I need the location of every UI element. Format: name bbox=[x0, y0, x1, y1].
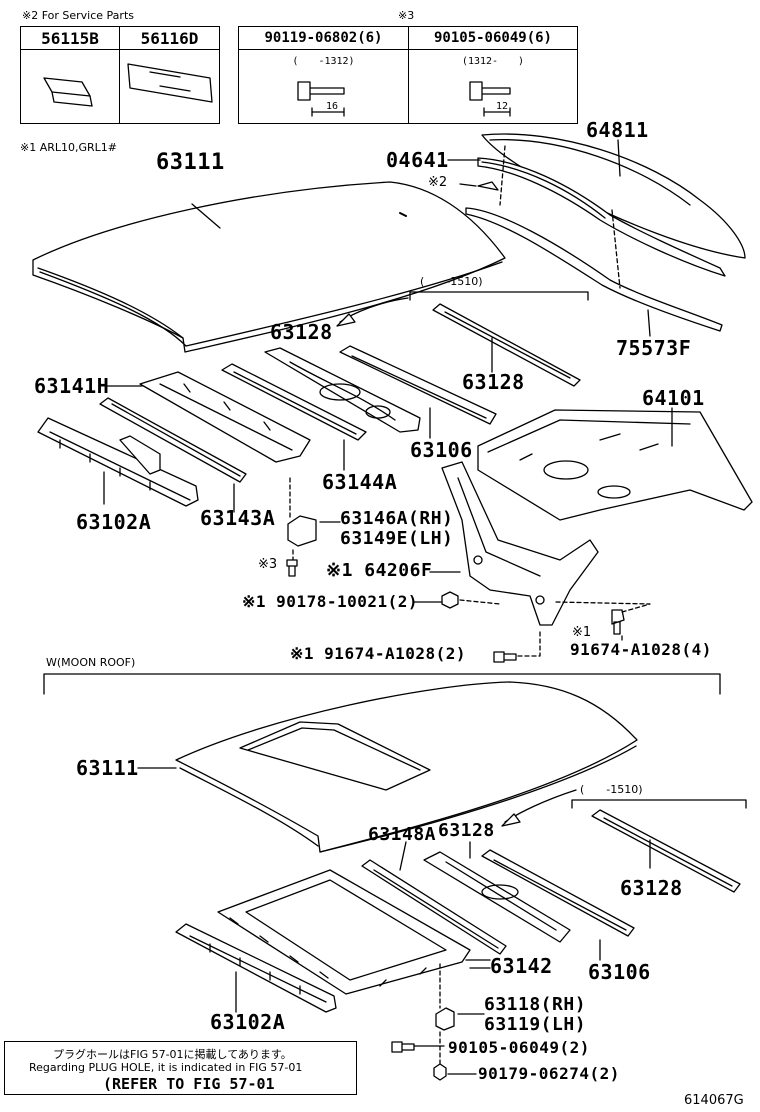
moon-roof-bow-63148a bbox=[361, 859, 507, 955]
label-bow-63128-upper: 63128 bbox=[462, 370, 525, 394]
bolt-90105-label: 90105-06049(6) bbox=[433, 30, 552, 46]
label-moon-front-header: 63102A bbox=[210, 1010, 286, 1034]
bolt-90119-label: 90119-06802(6) bbox=[264, 30, 383, 46]
seal-75573f bbox=[465, 207, 723, 332]
label-bolt-91674-4: 91674-A1028(4) bbox=[570, 640, 712, 659]
service-part-56116d-label: 56116D bbox=[140, 28, 199, 48]
bolt-91674-4 bbox=[611, 609, 625, 635]
figure-code: 614067G bbox=[684, 1093, 744, 1108]
bolt-90105 bbox=[391, 1041, 415, 1053]
back-window-glass-64811 bbox=[481, 133, 746, 259]
bolt-90119-range: ( -1312) bbox=[292, 55, 355, 67]
label-moon-bow-63128-center: 63128 bbox=[438, 820, 495, 841]
label-bracket-rh: 63146A(RH) bbox=[340, 508, 454, 529]
label-seal: 75573F bbox=[616, 336, 692, 360]
plug-hole-note: プラグホールはFIG 57-01に掲載してあります。 Regarding PLU… bbox=[4, 1041, 357, 1095]
label-back-window-glass: 64811 bbox=[586, 118, 649, 142]
nut-90178 bbox=[441, 591, 459, 609]
front-header-63102a bbox=[37, 417, 199, 507]
label-bolt-90105: 90105-06049(2) bbox=[448, 1038, 590, 1057]
moon-roof-bow-63128-right bbox=[591, 809, 741, 893]
bolt-illustration-16 bbox=[297, 81, 345, 117]
service-part-56115b bbox=[43, 77, 93, 107]
label-mark1-bolt: ※1 bbox=[572, 625, 592, 640]
label-bow-63144a: 63144A bbox=[322, 470, 398, 494]
moon-roof-frame-63142 bbox=[217, 869, 471, 995]
note-line-ref: (REFER TO FIG 57-01 bbox=[103, 1075, 275, 1093]
label-bracket-63119: 63119(LH) bbox=[484, 1014, 587, 1035]
label-bolt-91674-2: ※1 91674-A1028(2) bbox=[290, 644, 467, 663]
bolt-91674-2 bbox=[493, 651, 517, 663]
label-floor-panel: 64101 bbox=[642, 386, 705, 410]
label-bow-63106: 63106 bbox=[410, 438, 473, 462]
clip-90179 bbox=[433, 1063, 447, 1081]
label-pillar: ※1 64206F bbox=[326, 560, 433, 581]
moon-roof-bow-63128-center bbox=[423, 851, 571, 943]
label-bow-63128-center: 63128 bbox=[270, 320, 333, 344]
moon-roof-heading: W(MOON ROOF) bbox=[46, 656, 136, 669]
label-roof-panel: 63111 bbox=[156, 150, 225, 175]
bolt-mark3 bbox=[286, 559, 298, 577]
roof-bow-63128-upper bbox=[432, 303, 581, 387]
label-moon-roof-panel: 63111 bbox=[76, 756, 139, 780]
label-front-header: 63102A bbox=[76, 510, 152, 534]
roof-bow-63106 bbox=[339, 345, 497, 425]
label-moon-bow-63128-right: 63128 bbox=[620, 876, 683, 900]
roof-bow-63144a bbox=[221, 363, 367, 441]
label-range-moon: ( -1510) bbox=[580, 783, 643, 796]
service-part-56115b-label: 56115B bbox=[41, 28, 99, 48]
label-bow-63143a: 63143A bbox=[200, 506, 276, 530]
label-bracket-63118: 63118(RH) bbox=[484, 994, 587, 1015]
label-mark3: ※3 bbox=[258, 557, 278, 572]
bolt-90119-length: 16 bbox=[325, 100, 339, 112]
moon-roof-bow-63106 bbox=[481, 849, 635, 937]
note-line-ja: プラグホールはFIG 57-01に掲載してあります。 bbox=[53, 1048, 292, 1061]
bolts-table: 90119-06802(6) 90105-06049(6) ( -1312) (… bbox=[238, 26, 578, 124]
label-weatherstrip: 04641 bbox=[386, 148, 449, 172]
weatherstrip-04641 bbox=[477, 157, 726, 277]
rear-floor-panel-64101 bbox=[477, 409, 753, 521]
bolt-90105-length: 12 bbox=[495, 100, 509, 112]
note-line-en: Regarding PLUG HOLE, it is indicated in … bbox=[29, 1061, 303, 1074]
roof-reinforcement-63141h bbox=[139, 371, 311, 463]
bolts-heading: ※3 bbox=[398, 9, 415, 22]
moon-roof-panel-63111 bbox=[175, 681, 638, 853]
label-clip-90179: 90179-06274(2) bbox=[478, 1064, 620, 1083]
label-bracket-lh: 63149E(LH) bbox=[340, 528, 454, 549]
bolt-90105-range: (1312- ) bbox=[461, 55, 525, 67]
applicability-note: ※1 ARL10,GRL1# bbox=[20, 141, 118, 154]
label-reinforcement: 63141H bbox=[34, 374, 110, 398]
label-range-top: ( -1510) bbox=[420, 275, 483, 288]
moon-roof-front-header-63102a bbox=[175, 923, 337, 1013]
bolt-illustration-12 bbox=[469, 81, 511, 117]
label-frame-63142: 63142 bbox=[490, 954, 553, 978]
service-parts-table: 56115B 56116D bbox=[20, 26, 220, 124]
service-part-56116d bbox=[127, 63, 213, 103]
bracket-63118 bbox=[435, 1007, 455, 1031]
label-moon-bow-63106: 63106 bbox=[588, 960, 651, 984]
bracket-63146a bbox=[287, 515, 317, 547]
roof-bow-63143a bbox=[99, 397, 247, 483]
service-parts-heading: ※2 For Service Parts bbox=[22, 9, 134, 22]
clip-mark2 bbox=[477, 181, 499, 191]
roof-panel-63111 bbox=[32, 181, 506, 353]
label-mark2: ※2 bbox=[428, 175, 448, 190]
roof-bow-63128-center bbox=[264, 347, 421, 433]
label-bow-63148a: 63148A bbox=[368, 824, 437, 845]
pillar-64206f bbox=[441, 461, 599, 626]
label-nut-90178: ※1 90178-10021(2) bbox=[242, 592, 419, 611]
